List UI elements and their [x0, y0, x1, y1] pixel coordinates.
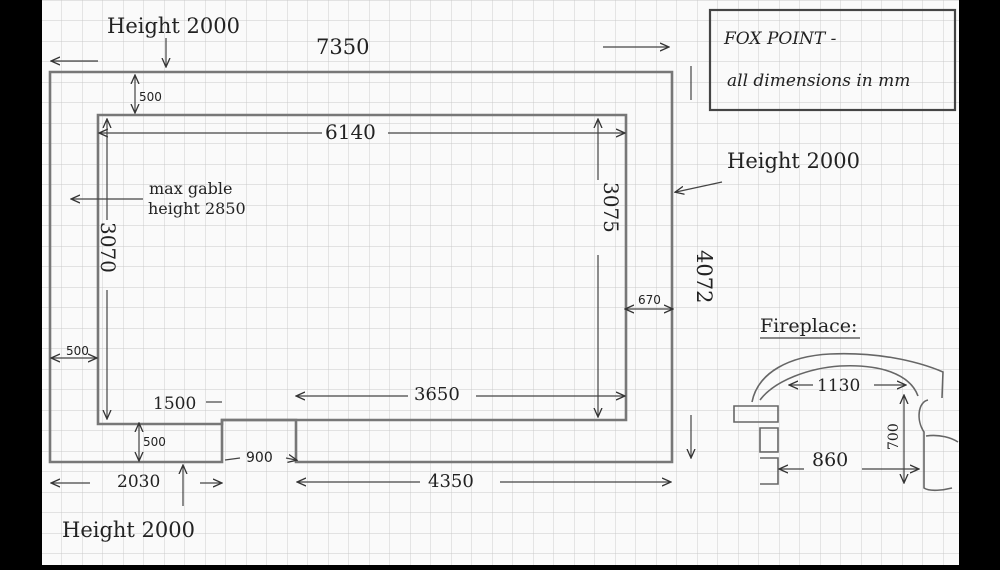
plan-labels: Height 2000 7350 500 6140 max gable heig… — [62, 14, 860, 542]
label-inner-left-depth: 3070 — [96, 222, 120, 273]
fireplace-sketch: Fireplace: 1130 860 700 — [733, 315, 959, 492]
label-outer-bottom-right: 4350 — [428, 471, 474, 492]
note-box: FOX POINT - all dimensions in mm — [708, 8, 957, 112]
label-offset-right: 670 — [638, 293, 661, 307]
fireplace-title: Fireplace: — [760, 315, 857, 337]
label-offset-bottom: 500 — [143, 435, 166, 449]
inner-boundary — [96, 113, 628, 426]
label-fireplace-top: 1130 — [817, 376, 860, 396]
label-inner-right-width: 3650 — [414, 384, 460, 405]
label-offset-left: 500 — [66, 344, 89, 358]
label-outer-bottom-left: 2030 — [117, 472, 160, 492]
graph-grid — [42, 0, 959, 565]
note-title: FOX POINT - — [723, 29, 837, 49]
label-gable-line1: max gable — [149, 179, 232, 198]
label-inner-right-depth: 3075 — [599, 182, 623, 233]
label-outer-right-depth: 4072 — [692, 250, 716, 303]
dimension-lines — [52, 38, 723, 506]
note-units: all dimensions in mm — [727, 71, 910, 91]
label-height-right: Height 2000 — [727, 149, 860, 173]
label-inner-width: 6140 — [325, 120, 376, 144]
label-fireplace-opening: 860 — [812, 449, 848, 471]
label-notch-width: 1500 — [153, 394, 196, 414]
label-notch-gap: 900 — [246, 450, 273, 466]
label-offset-top: 500 — [139, 90, 162, 104]
label-fireplace-height: 700 — [886, 423, 902, 450]
label-height-top-left: Height 2000 — [107, 14, 240, 38]
label-height-bottom: Height 2000 — [62, 518, 195, 542]
label-gable-line2: height 2850 — [148, 199, 246, 218]
label-overall-width: 7350 — [316, 35, 369, 59]
